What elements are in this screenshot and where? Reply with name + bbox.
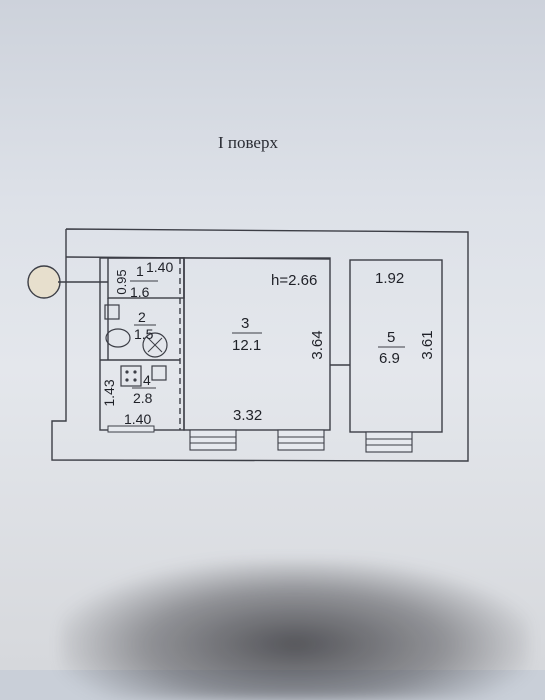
room3-width: 3.32 [233, 407, 262, 424]
floor-title: I поверх [218, 133, 278, 152]
room3-height: h=2.66 [271, 272, 317, 289]
room2-number: 2 [138, 309, 146, 325]
room-3 [183, 257, 331, 431]
room1-height: 0.95 [114, 269, 129, 294]
room3-depth: 3.64 [309, 330, 326, 359]
room2-area: 1.5 [134, 326, 154, 342]
stove-icon [120, 365, 167, 387]
room4-number: 4 [143, 372, 151, 388]
room1-width: 1.40 [146, 259, 173, 275]
room5-number: 5 [387, 329, 395, 346]
room5-area: 6.9 [379, 350, 400, 367]
room4-area: 2.8 [133, 390, 153, 406]
room3-number: 3 [241, 315, 249, 332]
room1-number: 1 [136, 263, 144, 279]
room5-width: 1.92 [375, 270, 404, 287]
room5-depth: 3.61 [419, 330, 436, 359]
room1-area: 1.6 [130, 284, 150, 300]
entrance-circle [27, 265, 61, 299]
room4-depth: 1.43 [101, 379, 117, 406]
floor-plan: 1 1.40 0.95 1.6 2 1.5 h=2.66 3 12.1 3.64… [27, 228, 469, 462]
windows [107, 425, 413, 453]
sanitary-fixtures [104, 304, 168, 358]
paper-background [0, 0, 545, 670]
room3-area: 12.1 [232, 337, 261, 354]
room4-width: 1.40 [124, 411, 151, 427]
